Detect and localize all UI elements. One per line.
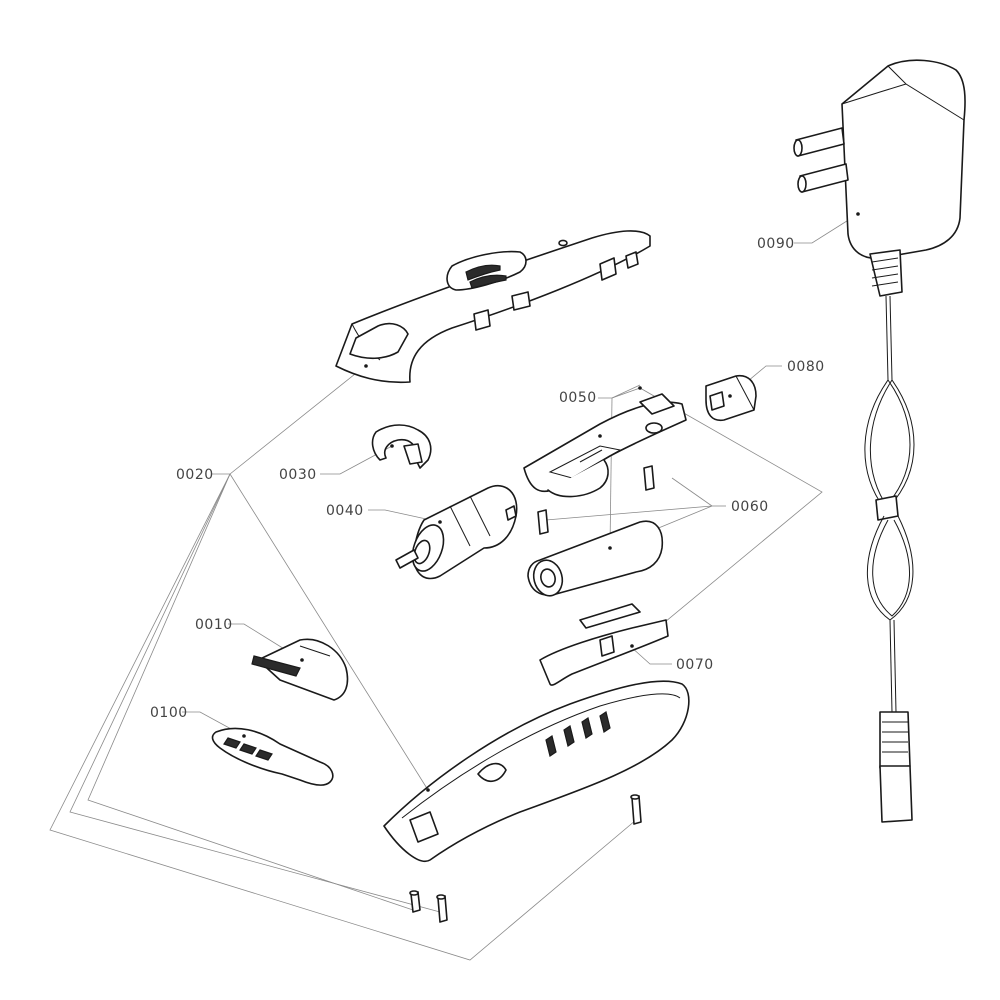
label-0030: 0030: [279, 467, 317, 483]
pcb-frame: [523, 386, 687, 498]
label-0090: 0090: [757, 236, 795, 252]
charging-socket: [705, 374, 757, 422]
screws: [409, 794, 642, 923]
cutting-blade: [251, 638, 349, 701]
comb-attachment: [211, 727, 334, 786]
label-0020: 0020: [176, 467, 214, 483]
label-0040: 0040: [326, 503, 364, 519]
motor: [395, 485, 518, 580]
part-labels: 0020 0030 0040 0050 0060 0070 0080 0090 …: [150, 236, 825, 721]
label-0080: 0080: [787, 359, 825, 375]
label-0010: 0010: [195, 617, 233, 633]
power-adapter: [793, 59, 966, 823]
spring-bracket: [371, 424, 432, 469]
label-0100: 0100: [150, 705, 188, 721]
battery: [527, 520, 664, 597]
top-housing: [335, 230, 651, 384]
label-0050: 0050: [559, 390, 597, 406]
battery-contacts: [537, 465, 655, 535]
label-0060: 0060: [731, 499, 769, 515]
battery-holder: [539, 603, 669, 686]
label-0070: 0070: [676, 657, 714, 673]
bottom-housing: [383, 680, 690, 863]
